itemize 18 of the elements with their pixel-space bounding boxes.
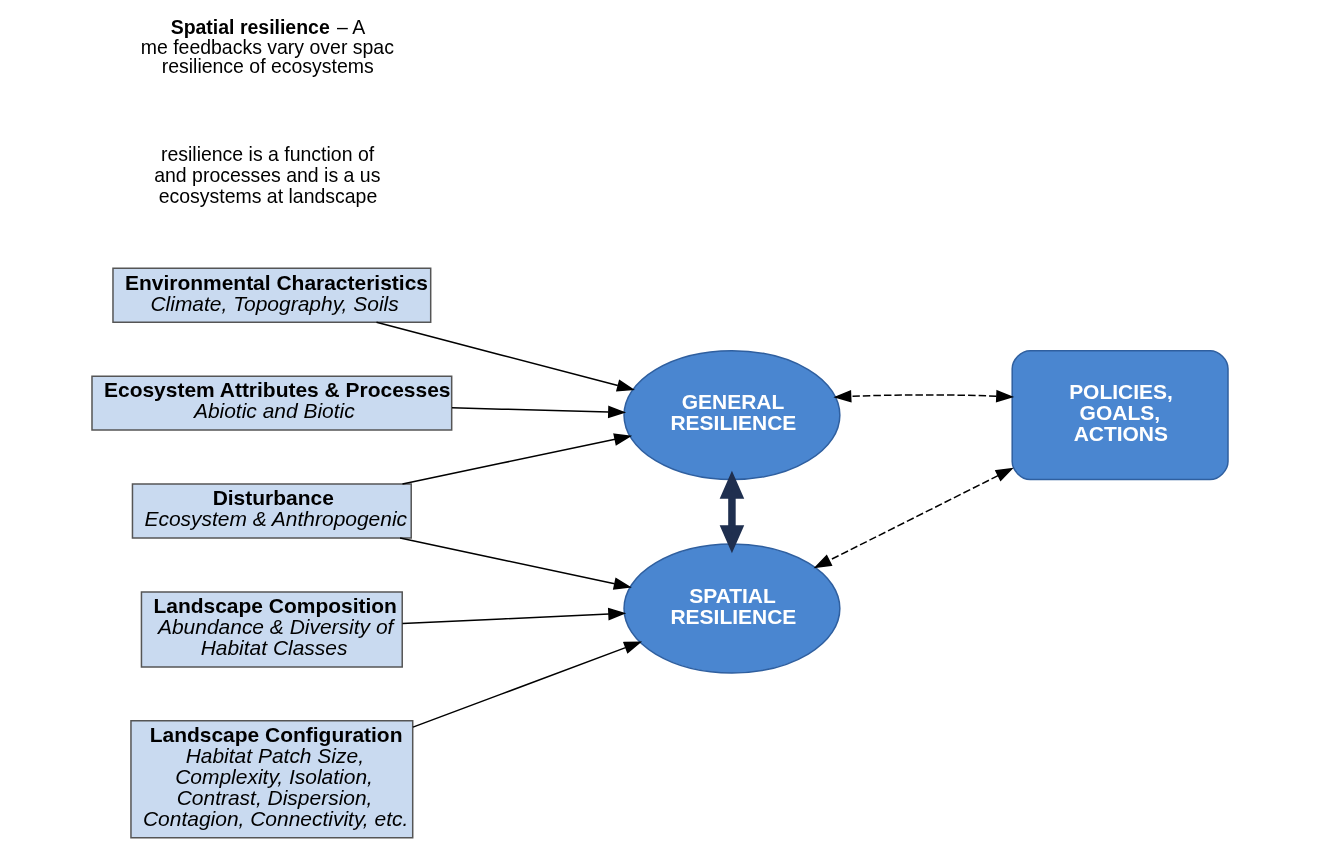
arrow: [450, 405, 626, 419]
arrow: [411, 641, 642, 728]
node-ellipse: GENERAL RESILIENCE: [622, 349, 841, 481]
node-box: Disturbance Ecosystem & Anthropogenic: [131, 483, 412, 539]
arrow: [813, 467, 1014, 569]
arrow: [401, 607, 626, 625]
arrow: [375, 321, 635, 392]
node-box: Ecosystem Attributes & Processes Abiotic and Biotic: [90, 375, 452, 431]
label: Spatial resilience – A me feedbacks vary over spac resilience of ecosystems: [140, 16, 394, 78]
label: resilience is a function of and processes and is a us ecosystems at landscape: [153, 142, 380, 207]
arrow: [398, 537, 632, 590]
node-box: Landscape Configuration Habitat Patch Size, Complexity, Isolation, Contrast, Dispersion, Contagion, Connectivity, etc.: [129, 720, 413, 839]
arrow: [401, 433, 632, 485]
node-box: Environmental Characteristics Climate, Topography, Soils: [111, 267, 431, 323]
node-box: Landscape Composition Abundance & Diversity of Habitat Classes: [140, 591, 403, 668]
node-box: POLICIES, GOALS, ACTIONS: [1010, 349, 1229, 481]
arrow: [719, 470, 744, 554]
arrow: [832, 389, 1014, 403]
